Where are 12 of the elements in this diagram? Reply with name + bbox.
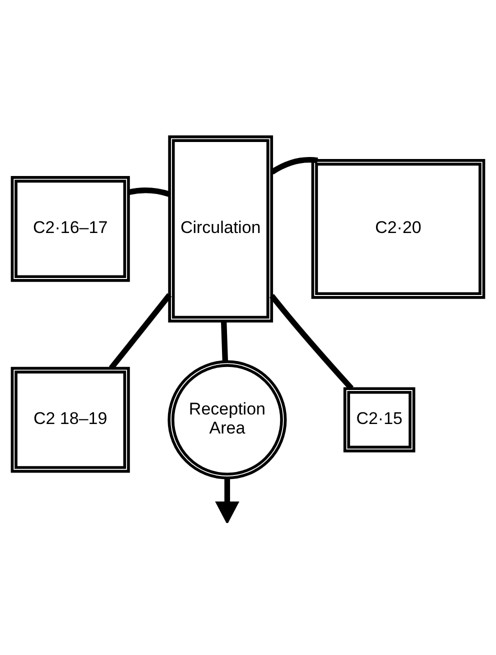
connector [108, 292, 172, 370]
connector [270, 156, 318, 174]
connector [220, 320, 228, 362]
node-box: C2·16–17 [10, 176, 130, 282]
connector [270, 293, 354, 390]
connector [128, 186, 170, 196]
node-box: C2·15 [343, 386, 416, 452]
node-box: C2 18–19 [10, 366, 130, 472]
node-box: Circulation [168, 134, 274, 322]
node-circle: Reception Area [168, 360, 287, 479]
node-box: C2·20 [311, 158, 486, 298]
arrow [215, 477, 240, 522]
